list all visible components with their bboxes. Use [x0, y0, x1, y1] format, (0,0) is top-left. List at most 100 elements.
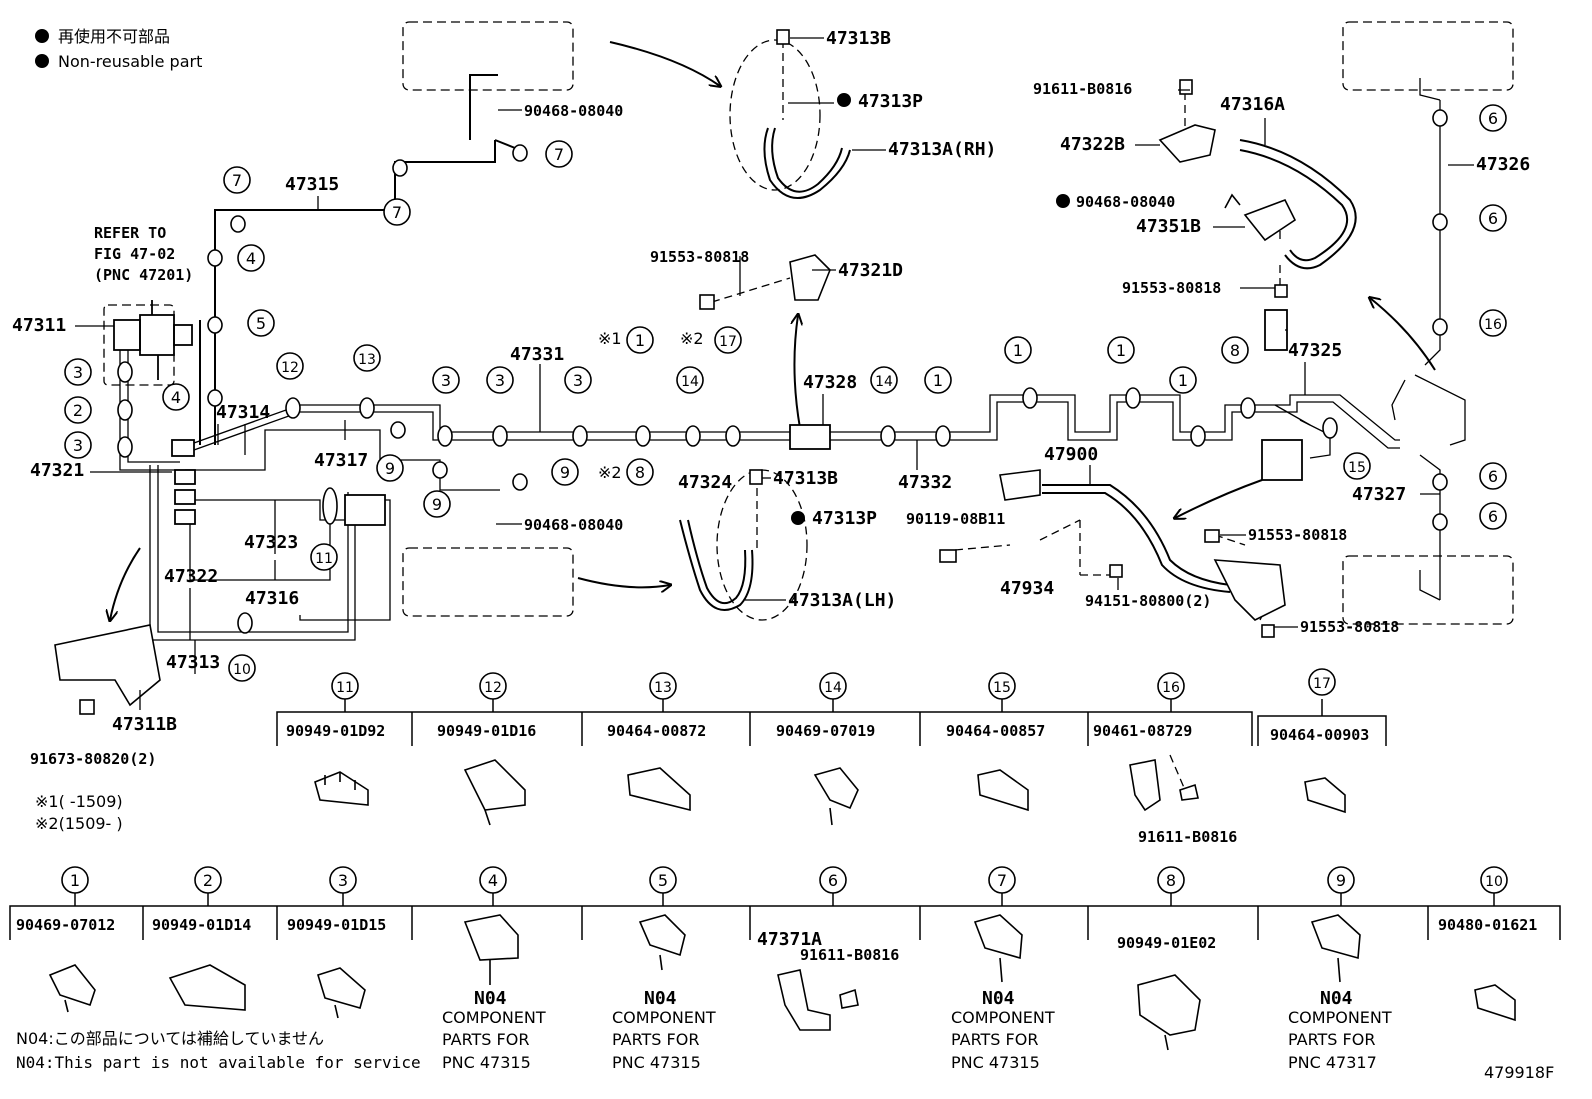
- part-47332[interactable]: 47332: [898, 472, 952, 493]
- callout-circle-1[interactable]: [924, 366, 952, 394]
- callout-circle-10[interactable]: [228, 654, 256, 682]
- part-47314[interactable]: 47314: [216, 402, 270, 423]
- callout-number-13: 13: [358, 352, 376, 368]
- part-47313[interactable]: 47313: [166, 652, 220, 673]
- part-47313P-top[interactable]: 47313P: [858, 91, 923, 112]
- part-90119[interactable]: 90119-08B11: [906, 510, 1005, 528]
- clamp-part-12[interactable]: 90949-01D16: [437, 722, 536, 740]
- callout-circle-1[interactable]: [1004, 336, 1032, 364]
- part-47900[interactable]: 47900: [1044, 444, 1098, 465]
- part-90468-top[interactable]: 90468-08040: [524, 102, 623, 120]
- clamp-part-10[interactable]: 90480-01621: [1438, 916, 1537, 934]
- part-47321[interactable]: 47321: [30, 460, 84, 481]
- callout-circle-3[interactable]: [486, 366, 514, 394]
- callout-circle-4[interactable]: [237, 244, 265, 272]
- clamp-6-part[interactable]: 47371A: [757, 929, 822, 950]
- clamp-16-bolt[interactable]: 91611-B0816: [1138, 828, 1237, 846]
- callout-circle-4[interactable]: [162, 383, 190, 411]
- callout-circle-3[interactable]: [564, 366, 592, 394]
- n04-line2-7: PARTS FOR: [951, 1030, 1038, 1049]
- part-47328[interactable]: 47328: [803, 372, 857, 393]
- callout-number-1: 1: [1178, 371, 1188, 390]
- callout-circle-6[interactable]: [1479, 462, 1507, 490]
- part-91611-top[interactable]: 91611-B0816: [1033, 80, 1132, 98]
- part-47321D[interactable]: 47321D: [838, 260, 903, 281]
- part-47327[interactable]: 47327: [1352, 484, 1406, 505]
- callout-circle-8[interactable]: [626, 458, 654, 486]
- clamp-part-17[interactable]: 90464-00903: [1270, 726, 1369, 744]
- callout-circle-14[interactable]: [870, 366, 898, 394]
- callout-circle-1[interactable]: [626, 326, 654, 354]
- callout-circle-9[interactable]: [376, 454, 404, 482]
- callout-circle-7[interactable]: [383, 198, 411, 226]
- part-47934[interactable]: 47934: [1000, 578, 1054, 599]
- callout-number-17: 17: [1313, 676, 1331, 692]
- clamp-part-13[interactable]: 90464-00872: [607, 722, 706, 740]
- callout-circle-16[interactable]: [1479, 309, 1507, 337]
- callout-circle-13[interactable]: [353, 344, 381, 372]
- callout-circle-6[interactable]: [1479, 204, 1507, 232]
- part-90468-right[interactable]: 90468-08040: [1076, 193, 1175, 211]
- clamp-part-3[interactable]: 90949-01D15: [287, 916, 386, 934]
- clamp-part-14[interactable]: 90469-07019: [776, 722, 875, 740]
- callout-circle-15[interactable]: [1343, 452, 1371, 480]
- body-box-bottom-mid: [402, 547, 574, 617]
- part-47323[interactable]: 47323: [244, 532, 298, 553]
- part-47316[interactable]: 47316: [245, 588, 299, 609]
- part-91553-d[interactable]: 91553-80818: [1122, 279, 1221, 297]
- callout-circle-5[interactable]: [247, 309, 275, 337]
- n04-line2-4: PARTS FOR: [442, 1030, 529, 1049]
- callout-circle-1[interactable]: [1169, 366, 1197, 394]
- callout-circle-2[interactable]: [64, 396, 92, 424]
- callout-circle-6[interactable]: [1479, 502, 1507, 530]
- part-47324[interactable]: 47324: [678, 472, 732, 493]
- part-47317[interactable]: 47317: [314, 450, 368, 471]
- part-47331[interactable]: 47331: [510, 344, 564, 365]
- clamp-part-2[interactable]: 90949-01D14: [152, 916, 251, 934]
- clamp-part-1[interactable]: 90469-07012: [16, 916, 115, 934]
- callout-circle-11[interactable]: [310, 543, 338, 571]
- callout-circle-6[interactable]: [1479, 104, 1507, 132]
- part-47313B-bottom[interactable]: 47313B: [773, 468, 838, 489]
- callout-circle-3[interactable]: [64, 431, 92, 459]
- part-47322B[interactable]: 47322B: [1060, 134, 1125, 155]
- part-47351B[interactable]: 47351B: [1136, 216, 1201, 237]
- part-47315[interactable]: 47315: [285, 174, 339, 195]
- date-note-1: ※1( -1509): [35, 792, 123, 811]
- callout-circle-7[interactable]: [223, 166, 251, 194]
- clamp-part-15[interactable]: 90464-00857: [946, 722, 1045, 740]
- part-90468-bottom[interactable]: 90468-08040: [524, 516, 623, 534]
- part-47326[interactable]: 47326: [1476, 154, 1530, 175]
- callout-circle-8[interactable]: [1221, 336, 1249, 364]
- callout-circle-3[interactable]: [64, 358, 92, 386]
- callout-circle-14[interactable]: [676, 366, 704, 394]
- part-47313A-rh[interactable]: 47313A(RH): [888, 139, 996, 160]
- callout-number-4: 4: [171, 388, 181, 407]
- clamp-part-8[interactable]: 90949-01E02: [1117, 934, 1216, 952]
- callout-circle-9[interactable]: [551, 458, 579, 486]
- callout-circle-12[interactable]: [276, 352, 304, 380]
- callout-circle-3[interactable]: [432, 366, 460, 394]
- part-47313P-bottom[interactable]: 47313P: [812, 508, 877, 529]
- part-47325[interactable]: 47325: [1288, 340, 1342, 361]
- part-47322[interactable]: 47322: [164, 566, 218, 587]
- part-47313B-top[interactable]: 47313B: [826, 28, 891, 49]
- part-47313A-lh[interactable]: 47313A(LH): [788, 590, 896, 611]
- part-91673[interactable]: 91673-80820(2): [30, 750, 156, 768]
- part-91553-c[interactable]: 91553-80818: [1300, 618, 1399, 636]
- part-91553-b[interactable]: 91553-80818: [1248, 526, 1347, 544]
- clamp-part-16[interactable]: 90461-08729: [1093, 722, 1192, 740]
- part-47311B[interactable]: 47311B: [112, 714, 177, 735]
- callout-circle-9[interactable]: [423, 490, 451, 518]
- clamp-6-bolt[interactable]: 91611-B0816: [800, 946, 899, 964]
- callout-circle-1[interactable]: [1107, 336, 1135, 364]
- part-94151[interactable]: 94151-80800(2): [1085, 592, 1211, 610]
- callout-circle-7[interactable]: [545, 140, 573, 168]
- clamp-part-11[interactable]: 90949-01D92: [286, 722, 385, 740]
- callout-circle-17[interactable]: [714, 326, 742, 354]
- legend-dot-icon: [35, 54, 49, 68]
- part-47311[interactable]: 47311: [12, 315, 66, 336]
- callout-circle-17[interactable]: [1308, 668, 1336, 696]
- part-47316A[interactable]: 47316A: [1220, 94, 1285, 115]
- part-91553-a[interactable]: 91553-80818: [650, 248, 749, 266]
